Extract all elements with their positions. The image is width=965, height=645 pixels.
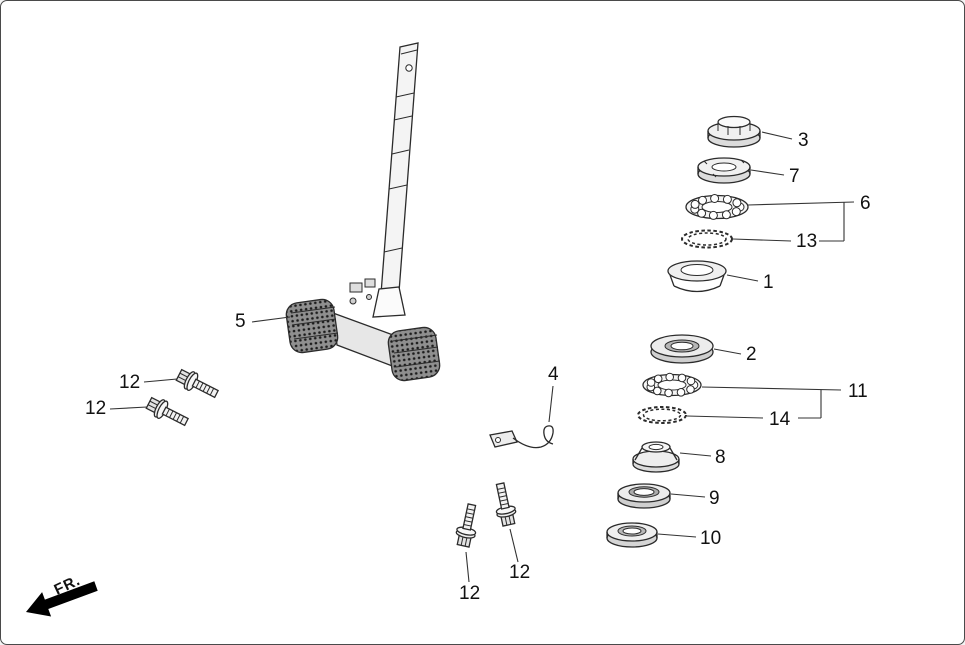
- stem-hole: [405, 64, 413, 72]
- label-12d: 12: [509, 562, 530, 583]
- label-14: 14: [769, 409, 791, 430]
- part-4-clip: [489, 425, 554, 449]
- part-9-lower-race: [617, 483, 671, 509]
- leader-10: [657, 533, 697, 538]
- left-fork-clamp: [285, 298, 339, 354]
- leader-4: [548, 385, 554, 423]
- label-8: 8: [715, 447, 726, 468]
- part-12-bolt-lower-left: [144, 393, 192, 432]
- label-11: 11: [848, 381, 868, 402]
- leader-2: [713, 348, 742, 355]
- leader-lines: [109, 131, 855, 583]
- part-10-lower-dust-seal: [606, 522, 658, 548]
- part-12-bolt-upper-left: [174, 365, 222, 404]
- label-12a: 12: [119, 372, 140, 393]
- part-6-upper-ball-retainer: [685, 194, 749, 220]
- label-12b: 12: [85, 398, 106, 419]
- label-7: 7: [789, 166, 800, 187]
- front-direction-marker: FR.: [26, 572, 98, 617]
- part-5-steering-stem: [285, 42, 441, 382]
- label-5: 5: [235, 311, 246, 332]
- part-number-labels: 3 7 6 13 1 2 11 14 8 9 10 5 4 12 12 12 1…: [85, 130, 871, 604]
- leader-6: [747, 201, 855, 206]
- label-10: 10: [700, 528, 721, 549]
- part-11-lower-ball-retainer: [642, 372, 702, 398]
- part-7-lock-nut: [697, 157, 751, 184]
- label-1: 1: [763, 272, 774, 293]
- leader-12c: [465, 551, 470, 583]
- label-4: 4: [548, 364, 559, 385]
- part-2-dust-seal: [650, 334, 714, 364]
- leader-1: [726, 274, 759, 282]
- part-12-bolt-bottom-left: [453, 502, 482, 549]
- part-8-lower-cone-race: [632, 441, 680, 473]
- leader-12b: [109, 406, 148, 410]
- leader-8: [679, 452, 712, 457]
- fr-arrow-icon: [26, 581, 98, 617]
- part-3-stem-nut: [707, 115, 761, 148]
- label-13: 13: [796, 231, 817, 252]
- right-fork-clamp: [387, 326, 441, 382]
- part-14-lock-washer: [637, 406, 687, 424]
- leader-3: [761, 131, 793, 140]
- label-2: 2: [746, 344, 757, 365]
- leader-13: [732, 238, 792, 242]
- label-9: 9: [709, 488, 720, 509]
- label-12c: 12: [459, 583, 480, 604]
- leader-9: [670, 493, 706, 498]
- part-13-lock-washer: [681, 229, 733, 249]
- part-12-bolt-bottom-right: [490, 481, 519, 528]
- leader-12d: [509, 528, 519, 563]
- leader-12a: [143, 378, 178, 383]
- part-1-upper-cone-race: [667, 260, 727, 293]
- leader-14: [686, 415, 764, 419]
- leader-5: [251, 316, 291, 323]
- label-3: 3: [798, 130, 809, 151]
- label-6: 6: [860, 193, 871, 214]
- leader-11: [701, 386, 842, 391]
- leader-7: [750, 169, 785, 176]
